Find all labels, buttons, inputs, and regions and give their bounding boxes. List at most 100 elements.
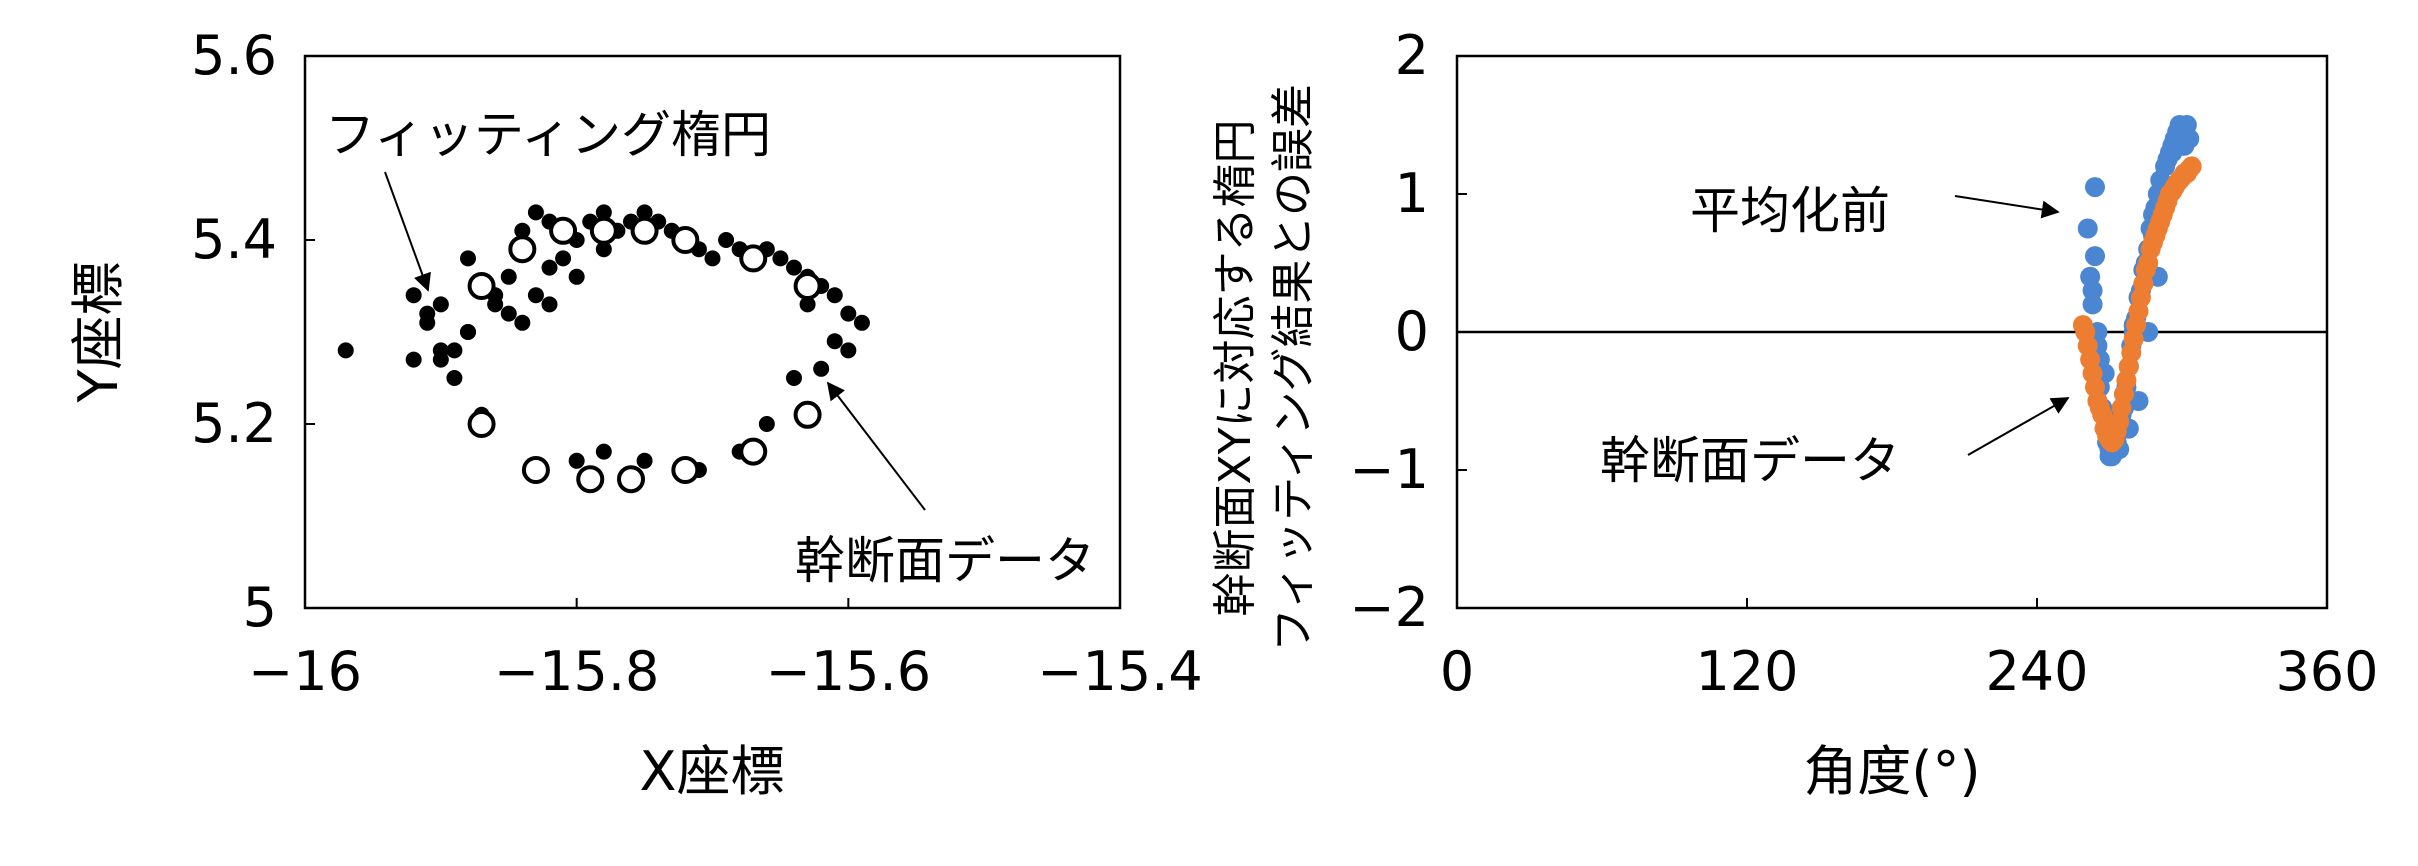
right-ytick-label: 2 [1395,24,1429,87]
left-x-axis-label: X座標 [640,740,785,803]
left-yticks: 5 5.2 5.4 5.6 [191,24,315,639]
left-series-0-point [568,268,585,285]
left-series-0-point [541,296,558,313]
left-ytick-label: 5.6 [191,24,277,87]
left-ytick-label: 5 [243,576,277,639]
left-series-0-point [772,250,789,267]
left-series-0-point [813,360,830,377]
left-series-0-point [419,305,436,322]
left-series-1-point [671,226,700,254]
right-xticks: 0 120 240 360 [1440,598,2379,703]
left-plot-frame [303,54,1122,610]
left-series-0-point [704,250,721,267]
left-series-0-point [527,287,544,304]
left-xtick-label: −16 [248,640,362,703]
left-series-0-point [541,259,558,276]
left-chart: −16 −15.8 −15.6 −15.4 5 5.2 5.4 5.6 X座標 Y座標 フィ… [67,24,1203,803]
left-series-0-point [446,370,463,386]
left-series-1-point [576,465,605,494]
left-series-0-point [460,250,476,267]
right-series-0-point [2082,280,2103,301]
left-xticks: −16 −15.8 −15.6 −15.4 [248,598,1203,703]
left-series-0-point [718,232,735,248]
left-series-0-point [405,287,422,304]
left-series-0-point [514,222,531,239]
left-series-0-point [500,305,517,322]
left-series-0-point [786,259,802,276]
left-series-0-point [853,314,870,331]
left-xtick-label: −15.6 [766,640,931,703]
left-series-0-point [555,250,572,267]
right-annotation-before-averaging: 平均化前 [1690,182,1890,240]
left-series-0-point [840,305,857,322]
left-series-0-point [405,351,422,368]
right-xtick-label: 360 [2275,640,2378,703]
left-series-0-point [568,452,585,469]
right-series-0-point [2172,135,2192,156]
right-ytick-label: 1 [1395,162,1429,225]
right-arrow-trunk-data [1967,397,2070,456]
left-series-0-point [636,452,653,469]
left-annotation-trunk-data: 幹断面データ [795,532,1095,590]
left-series-1-point [549,216,578,245]
left-series-0-point [514,314,531,331]
left-series-0-point [636,204,653,221]
left-series-fit [467,216,822,494]
left-series-0-point [826,333,843,350]
right-xtick-label: 0 [1440,640,1474,703]
left-series-0-point [432,296,449,313]
right-ytick-label: 0 [1395,300,1429,363]
left-series-1-point [467,410,496,438]
left-series-0-point [446,342,463,359]
left-series-0-point [337,342,354,359]
left-series-0-point [595,443,612,460]
left-series-1-point [793,400,822,429]
left-series-1-point [739,244,768,273]
right-ytick-label: −2 [1349,576,1429,639]
left-arrow-fit-ellipse [384,171,431,292]
right-annotation-trunk-data: 幹断面データ [1600,432,1900,490]
left-series-0-point [500,268,517,285]
right-x-axis-label: 角度(°) [1803,740,1980,803]
left-series-1-point [467,272,496,300]
left-series-data [337,204,870,478]
left-series-1-point [793,272,822,300]
left-series-0-point [786,370,802,386]
left-series-0-point [826,287,843,304]
left-series-0-point [432,342,449,359]
right-arrow-before-averaging [1954,195,2060,219]
left-ytick-label: 5.2 [191,392,277,455]
right-xtick-label: 240 [1985,640,2088,703]
right-series-0-point [2077,218,2098,239]
right-series-0-point [2085,177,2105,198]
left-series-0-point [799,296,816,313]
right-series-0-point [2082,294,2103,315]
left-ytick-label: 5.4 [191,208,277,271]
right-series-1-point [2181,156,2202,177]
left-series-0-point [527,204,544,221]
left-arrow-trunk-data [826,381,926,511]
left-series-1-point [617,465,645,494]
left-series-1-point [630,216,659,245]
left-xtick-label: −15.8 [494,640,659,703]
left-series-0-point [840,342,857,359]
left-annotation-fit-ellipse: フィッティング楕円 [325,106,771,164]
left-series-1-point [521,456,550,484]
left-series-0-point [595,241,612,258]
right-series-0-point [2085,246,2105,267]
right-ytick-label: −1 [1349,438,1429,501]
left-y-axis-label: Y座標 [67,262,130,404]
left-xtick-label: −15.4 [1037,640,1202,703]
left-series-1-point [508,235,537,264]
left-series-1-point [671,456,700,484]
left-series-0-point [595,204,612,221]
right-xtick-label: 120 [1695,640,1798,703]
left-series-0-point [460,324,476,340]
left-series-1-point [739,437,768,466]
right-series-trunk-data [2072,156,2202,453]
left-series-0-point [758,416,775,432]
left-series-1-point [589,216,618,245]
right-yticks: −2 −1 0 1 2 [1349,24,1467,639]
